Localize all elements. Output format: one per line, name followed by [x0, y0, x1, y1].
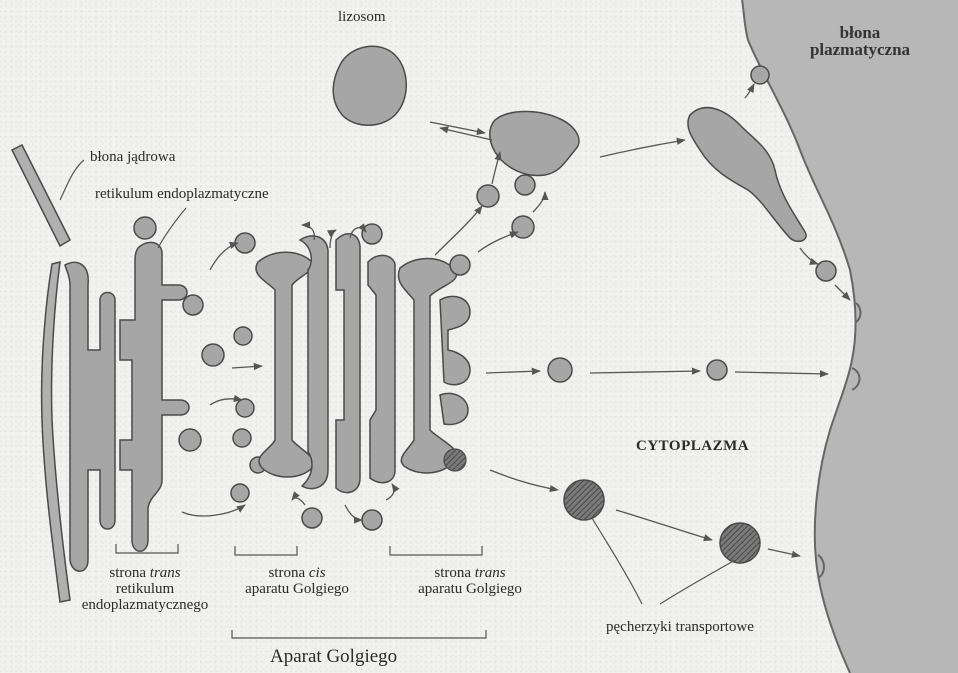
- er-label: retikulum endoplazmatyczne: [95, 186, 269, 203]
- er-trans-word-side: strona: [109, 565, 146, 581]
- extracellular-region: [742, 0, 958, 673]
- golgi-trans-side-label: strona trans aparatu Golgiego: [390, 565, 550, 597]
- transport-vesicle: [720, 523, 760, 563]
- golgi-trans-line2: aparatu Golgiego: [390, 581, 550, 597]
- endoplasmic-reticulum: [65, 217, 224, 571]
- er-trans-side-label: strona trans retikulum endoplazmatyczneg…: [52, 565, 238, 613]
- golgi-trans-word-trans: trans: [475, 565, 506, 581]
- golgi-cis-word-cis: cis: [309, 565, 326, 581]
- golgi-cis-line2: aparatu Golgiego: [222, 581, 372, 597]
- dense-vesicle: [444, 449, 466, 471]
- er-trans-line2: retikulum: [52, 581, 238, 597]
- endosome: [490, 112, 579, 176]
- nuclear-membrane: [42, 262, 70, 602]
- golgi-apparatus-label: Aparat Golgiego: [270, 646, 397, 668]
- plasma-membrane-label: błona plazmatyczna: [800, 24, 920, 58]
- er-trans-line3: endoplazmatycznego: [52, 597, 238, 613]
- lysosome-label: lizosom: [338, 9, 386, 26]
- golgi-trans-word-side: strona: [434, 565, 471, 581]
- golgi-stack: [256, 234, 470, 493]
- plasma-membrane-label-line2: plazmatyczna: [800, 41, 920, 58]
- nuclear-membrane-label: błona jądrowa: [90, 149, 175, 166]
- er-trans-word-trans: trans: [150, 565, 181, 581]
- lysosome: [333, 46, 406, 125]
- plasma-membrane-label-line1: błona: [800, 24, 920, 41]
- budding-vesicle: [688, 108, 806, 242]
- cytoplasm-label: CYTOPLAZMA: [636, 438, 749, 455]
- golgi-cis-word-side: strona: [268, 565, 305, 581]
- golgi-cis-side-label: strona cis aparatu Golgiego: [222, 565, 372, 597]
- transport-vesicle: [564, 480, 604, 520]
- transport-vesicles-label: pęcherzyki transportowe: [606, 619, 754, 636]
- nuclear-membrane: [12, 145, 70, 246]
